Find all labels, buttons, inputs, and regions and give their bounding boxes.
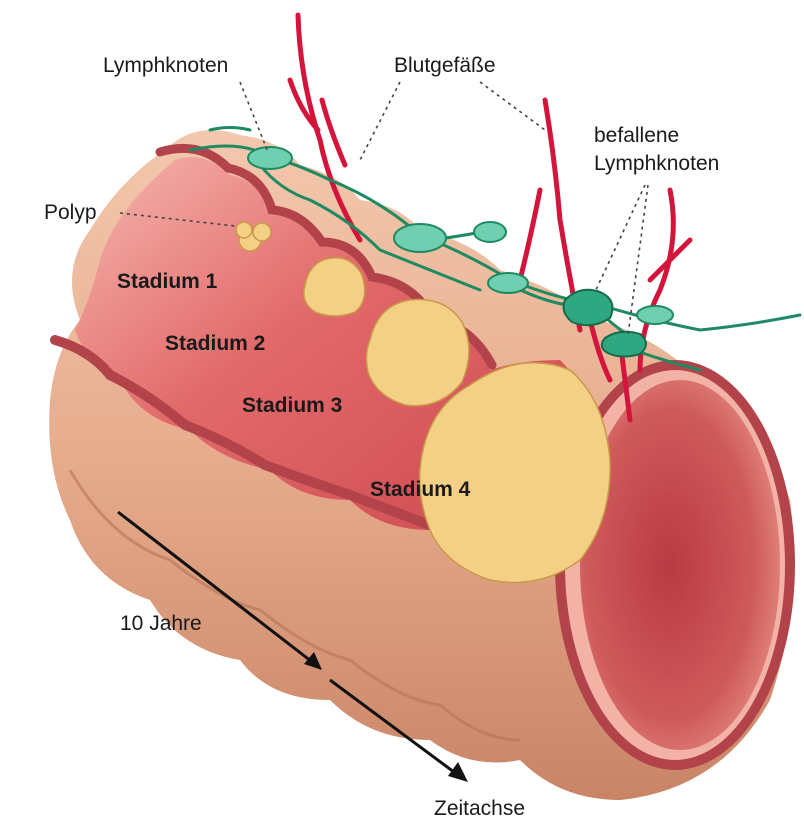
lymph-node-2 xyxy=(394,224,446,252)
label-affected-nodes-line1: befallene xyxy=(594,124,679,147)
affected-lymph-node-1 xyxy=(564,290,613,325)
polyp-stage-3 xyxy=(366,299,469,405)
vessel-4 xyxy=(520,190,540,280)
label-stage-1: Stadium 1 xyxy=(117,270,218,293)
label-polyp: Polyp xyxy=(44,201,97,224)
polyp-stage-2 xyxy=(304,258,365,316)
label-affected-nodes-line2: Lymphknoten xyxy=(594,152,719,175)
affected-lymph-node-2 xyxy=(602,332,646,357)
label-stage-2: Stadium 2 xyxy=(165,332,265,355)
lymph-node-5 xyxy=(637,306,673,324)
leader-affected-1 xyxy=(595,185,645,292)
label-ten-years: 10 Jahre xyxy=(120,612,202,635)
colon-lumen xyxy=(580,380,780,750)
lymph-line-6 xyxy=(210,128,250,131)
label-blood-vessels: Blutgefäße xyxy=(394,54,496,77)
time-arrow-2-head xyxy=(448,762,468,782)
label-stage-4: Stadium 4 xyxy=(370,478,471,501)
label-lymph-nodes: Lymphknoten xyxy=(103,54,228,77)
lymph-node-4 xyxy=(488,273,528,293)
label-time-axis: Zeitachse xyxy=(434,797,525,820)
lymph-node-3 xyxy=(474,222,506,242)
leader-blood-vessels-2 xyxy=(480,82,545,130)
lymph-node-1 xyxy=(248,147,292,169)
leader-blood-vessels-1 xyxy=(360,82,400,160)
label-stage-3: Stadium 3 xyxy=(242,394,342,417)
